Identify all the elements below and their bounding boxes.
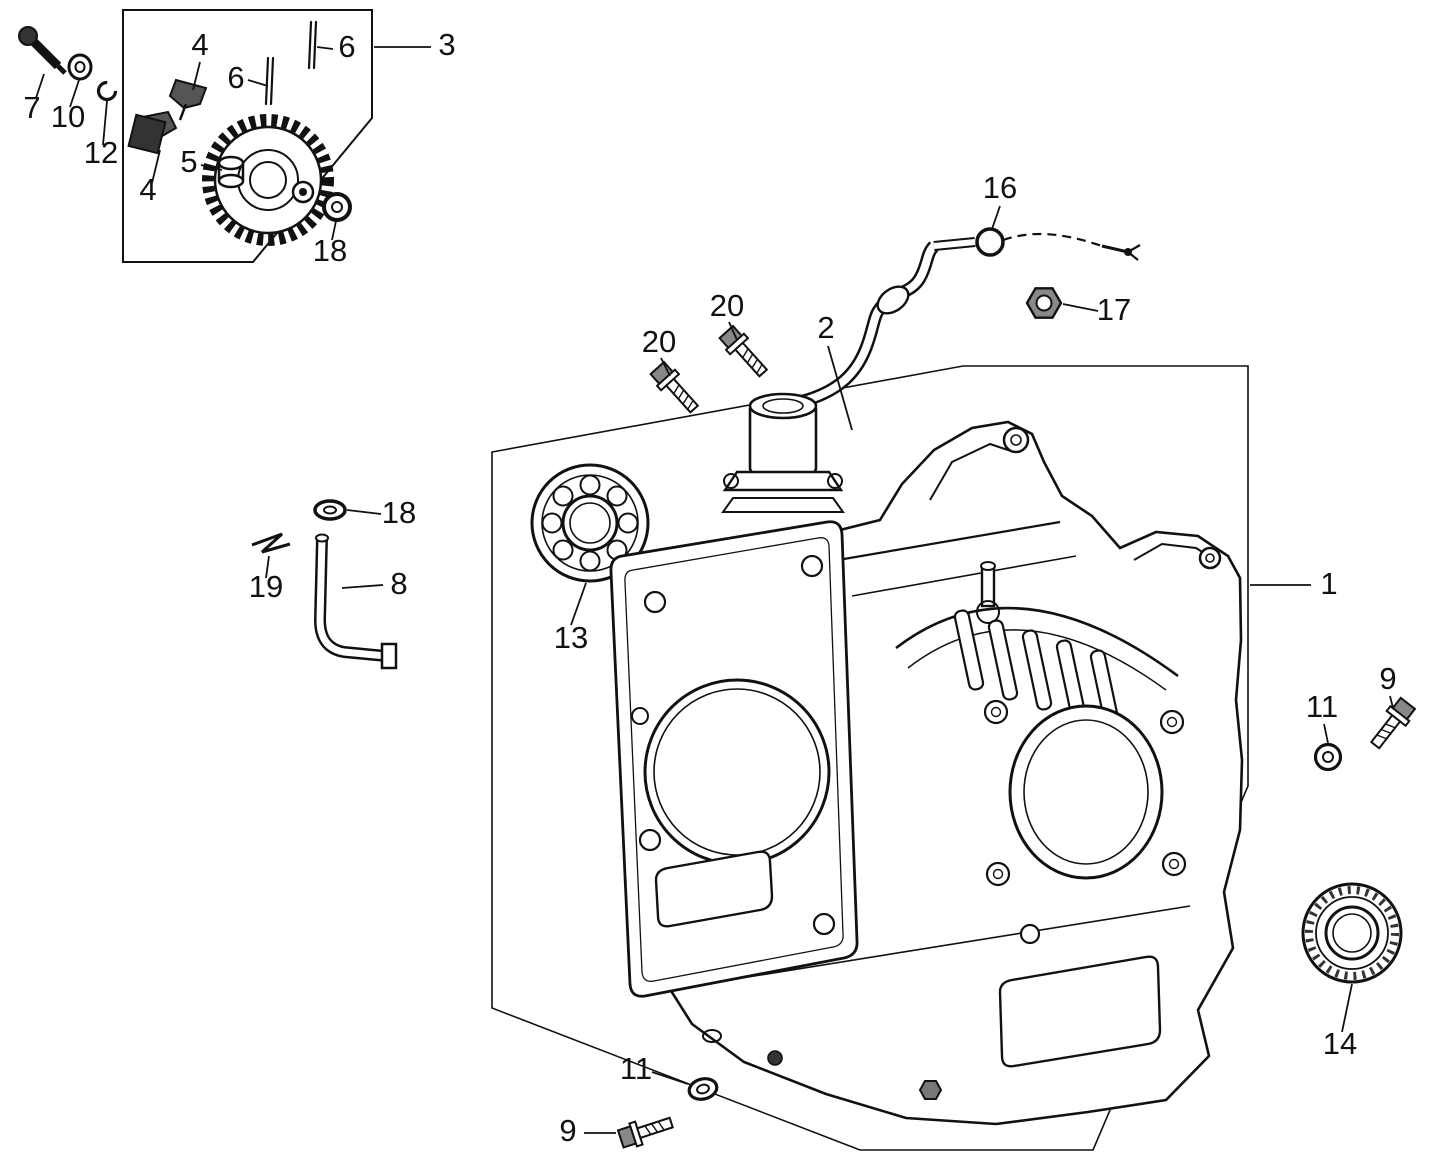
callout-9-b: 9 [559, 1113, 576, 1148]
breather-cable-16 [975, 227, 1141, 261]
callout-4-a: 4 [191, 27, 208, 62]
callout-19: 19 [249, 569, 283, 604]
pipe-washer-18 [313, 499, 347, 521]
callout-7: 7 [23, 90, 40, 125]
callout-5: 5 [180, 144, 197, 179]
callout-16: 16 [983, 170, 1017, 205]
callout-9-a: 9 [1379, 661, 1396, 696]
sealing-washer-11-right [1313, 742, 1343, 772]
breather-hose [798, 237, 976, 409]
radial-bearing-13 [530, 463, 650, 583]
callout-2: 2 [817, 310, 834, 345]
callout-labels: 7 10 12 4 6 6 3 5 4 18 16 20 2 20 17 18 … [23, 27, 1396, 1148]
bolt-7 [18, 26, 67, 75]
washer-10 [67, 53, 93, 81]
callout-20-a: 20 [710, 288, 744, 323]
pipe-clip-19 [251, 532, 291, 554]
leader-lines [35, 46, 1394, 1134]
callout-17: 17 [1097, 292, 1131, 327]
callout-14: 14 [1323, 1026, 1357, 1061]
drain-bolt-9-right [1369, 696, 1417, 750]
governor-slider-5 [217, 155, 245, 189]
governor-gear [202, 114, 334, 246]
flange-bolt-20-b [649, 360, 700, 414]
callout-18-a: 18 [313, 233, 347, 268]
flange-bolt-20-a [718, 324, 769, 378]
thrust-washer-18-box [322, 192, 352, 222]
drain-bolt-9-bottom [616, 1116, 674, 1149]
oil-pipe-8 [313, 533, 398, 670]
callout-18-b: 18 [382, 495, 416, 530]
breather-tube-2 [721, 392, 845, 513]
callout-8: 8 [390, 566, 407, 601]
callout-4-b: 4 [139, 172, 156, 207]
callout-3: 3 [438, 27, 455, 62]
callout-11-a: 11 [1306, 689, 1338, 724]
callout-12: 12 [84, 135, 118, 170]
callout-6-b: 6 [338, 29, 355, 64]
cap-nut-17 [1025, 287, 1063, 319]
callout-10: 10 [51, 99, 85, 134]
callout-13: 13 [554, 620, 588, 655]
governor-pins-6 [264, 20, 318, 106]
callout-1: 1 [1320, 566, 1337, 601]
callout-11-b: 11 [620, 1051, 652, 1086]
governor-weights [127, 78, 208, 155]
sealing-washer-11-bottom [687, 1077, 719, 1101]
oil-seal-14 [1301, 882, 1403, 984]
snap-ring-12 [96, 80, 118, 102]
callout-6-a: 6 [227, 60, 244, 95]
callout-20-b: 20 [642, 324, 676, 359]
cylinder-gasket-plate [609, 520, 859, 998]
